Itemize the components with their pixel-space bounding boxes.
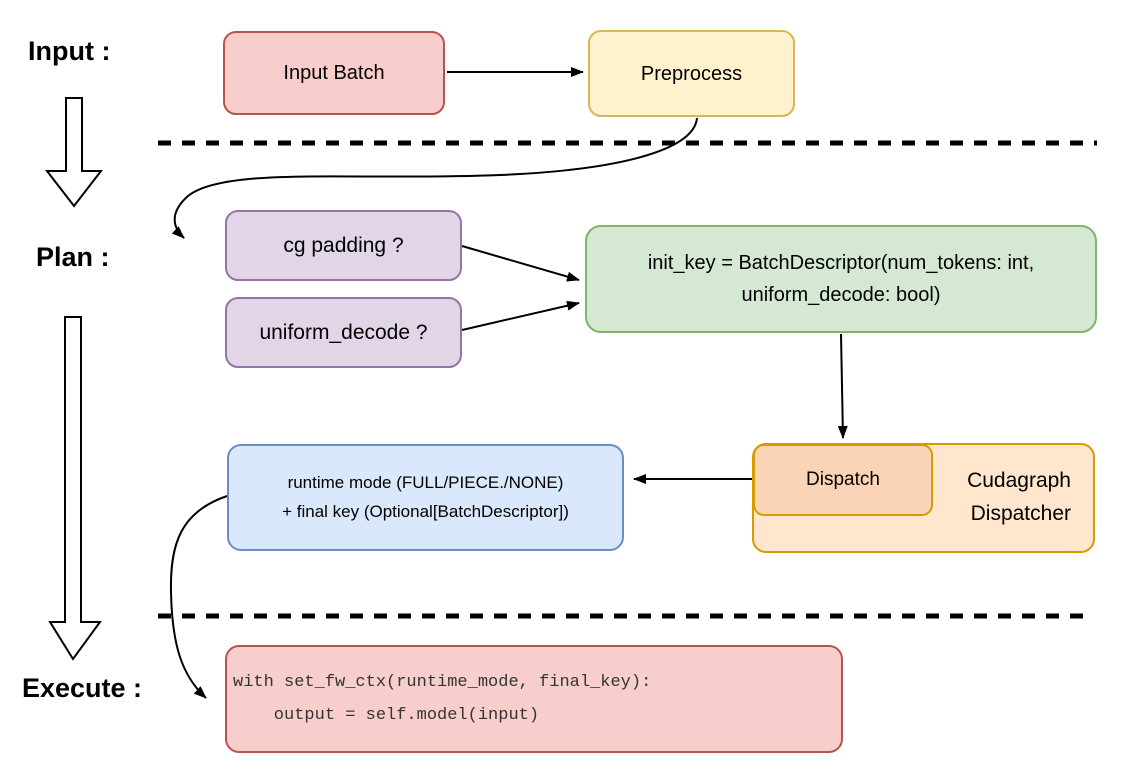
cudagraph-dispatcher-line1: Cudagraph xyxy=(967,469,1071,493)
plan-to-execute-block-arrow xyxy=(48,316,102,661)
dispatch-node: Dispatch xyxy=(753,444,933,516)
runtime-mode-line2: + final key (Optional[BatchDescriptor]) xyxy=(282,501,569,521)
arrow-cgpadding-to-initkey xyxy=(461,245,580,282)
uniform-decode-node: uniform_decode ? xyxy=(225,297,462,368)
arrow-runtime-to-execute xyxy=(169,495,228,699)
init-key-line2: uniform_decode: bool) xyxy=(741,284,941,306)
input-batch-node: Input Batch xyxy=(223,31,445,115)
input-stage-block-arrow xyxy=(44,97,104,208)
init-key-node: init_key = BatchDescriptor(num_tokens: i… xyxy=(585,225,1097,333)
cudagraph-dispatcher-line2: Dispatcher xyxy=(970,502,1071,525)
execute-code-line1: with set_fw_ctx(runtime_mode, final_key)… xyxy=(233,672,652,692)
preprocess-node: Preprocess xyxy=(588,30,795,117)
arrow-preprocess-to-plan xyxy=(171,117,698,239)
runtime-mode-line1: runtime mode (FULL/PIECE./NONE) xyxy=(287,472,564,492)
dispatch-label: Dispatch xyxy=(806,468,880,490)
arrow-uniformdecode-to-initkey xyxy=(461,300,580,331)
init-key-line1: init_key = BatchDescriptor(num_tokens: i… xyxy=(647,252,1035,274)
stage-label-input: Input : xyxy=(28,36,111,66)
execute-code-node: with set_fw_ctx(runtime_mode, final_key)… xyxy=(225,645,843,753)
runtime-mode-node: runtime mode (FULL/PIECE./NONE) + final … xyxy=(227,444,624,551)
input-batch-label: Input Batch xyxy=(283,62,385,84)
stage-label-execute: Execute : xyxy=(22,673,143,703)
preprocess-label: Preprocess xyxy=(640,62,743,85)
execute-code-line2: output = self.model(input) xyxy=(233,706,540,725)
uniform-decode-label: uniform_decode ? xyxy=(259,320,428,344)
stage-label-plan: Plan : xyxy=(36,242,110,272)
cg-padding-label: cg padding ? xyxy=(283,233,404,257)
arrow-initkey-to-dispatch xyxy=(837,333,848,439)
cg-padding-node: cg padding ? xyxy=(225,210,462,281)
